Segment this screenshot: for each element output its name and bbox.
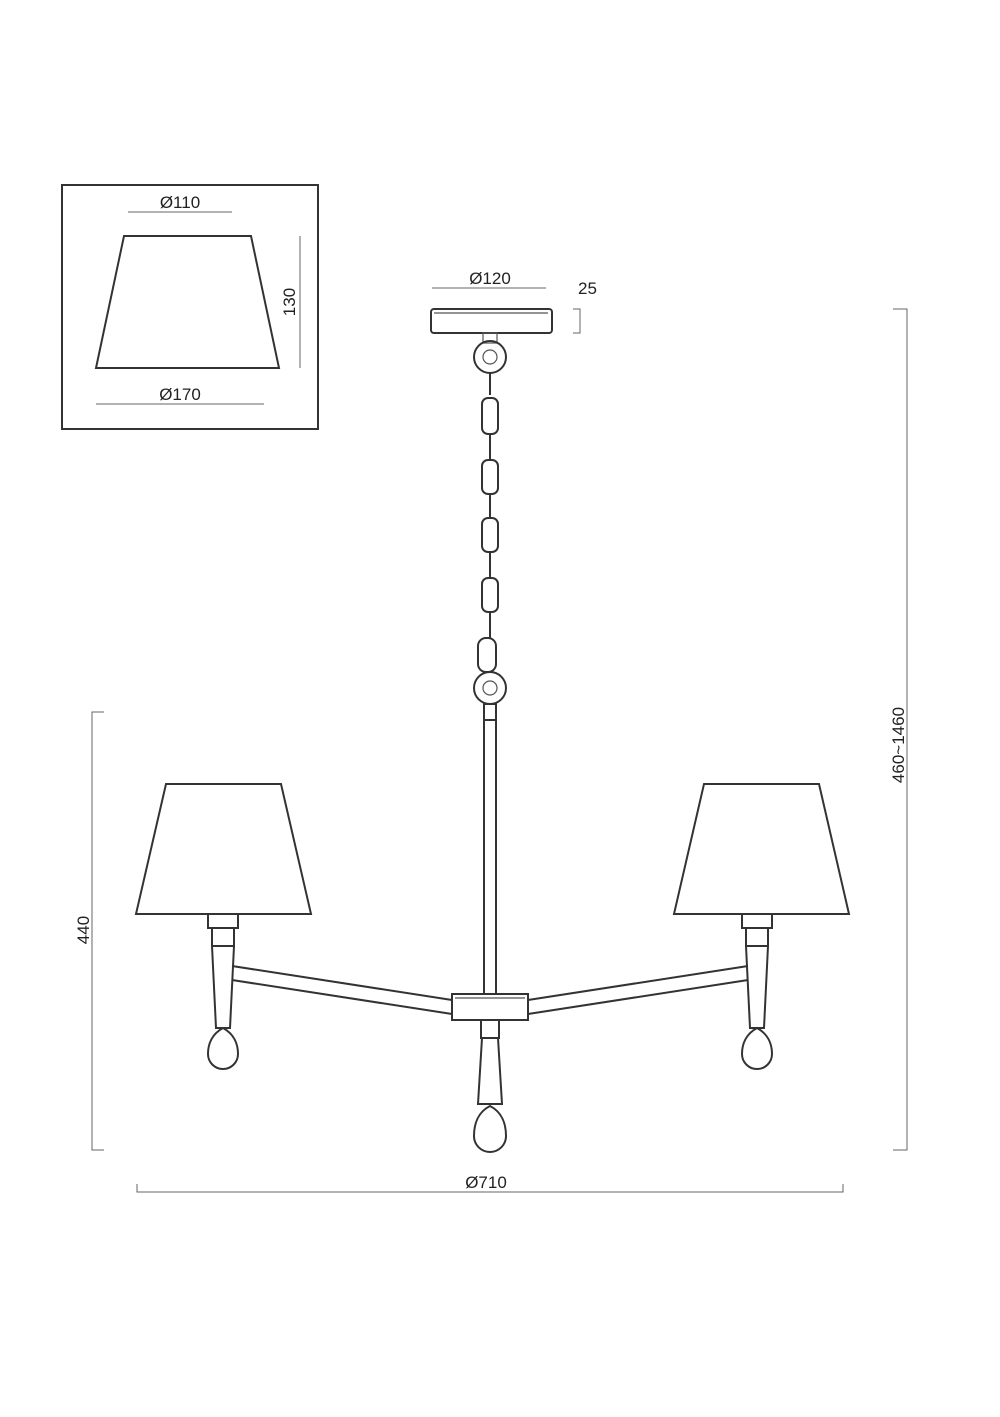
top-ring xyxy=(473,340,507,374)
central-baluster xyxy=(476,1037,504,1105)
shade-bottom-diameter-label: Ø170 xyxy=(159,385,201,404)
total-height-dimension: 460~1460 xyxy=(889,308,908,1151)
central-rod xyxy=(483,703,497,995)
inset-frame xyxy=(61,184,319,430)
ceiling-canopy: Ø120 25 xyxy=(430,269,597,334)
chain-link xyxy=(481,517,499,553)
right-arm-upper xyxy=(527,965,749,1001)
total-height-label: 460~1460 xyxy=(889,707,908,783)
canopy-diameter-label: Ø120 xyxy=(469,269,511,288)
shade-top-diameter-label: Ø110 xyxy=(160,193,200,212)
shade-detail-shape xyxy=(94,235,281,369)
chain-link xyxy=(481,577,499,613)
shade-height-label: 130 xyxy=(280,288,299,316)
arm-height-label: 440 xyxy=(74,916,93,944)
left-baluster xyxy=(210,945,236,1029)
canopy-height-label: 25 xyxy=(578,279,597,298)
left-socket-cup xyxy=(207,913,239,929)
central-drop xyxy=(472,1019,508,1153)
left-lamp xyxy=(134,783,313,1070)
bottom-ring xyxy=(473,671,507,705)
arms xyxy=(231,965,749,1021)
right-finial-ball xyxy=(740,1026,774,1070)
suspension-chain xyxy=(473,332,507,705)
right-socket-cup xyxy=(741,913,773,929)
carabiner-link xyxy=(477,637,497,673)
left-arm-lower xyxy=(231,979,453,1015)
canopy-height-dimension-line xyxy=(573,308,581,334)
chain-link xyxy=(481,459,499,495)
rod-body xyxy=(483,719,497,995)
right-baluster xyxy=(744,945,770,1029)
total-diameter-dimension: Ø710 xyxy=(136,1173,844,1193)
total-diameter-label: Ø710 xyxy=(465,1173,507,1192)
right-arm-lower xyxy=(527,979,749,1015)
left-arm-upper xyxy=(231,965,453,1001)
chain-link xyxy=(481,397,499,435)
right-lampshade xyxy=(672,783,851,915)
shade-detail-inset: Ø110 130 Ø170 xyxy=(61,184,319,430)
central-finial-ball xyxy=(472,1104,508,1153)
right-lamp xyxy=(672,783,851,1070)
left-lampshade xyxy=(134,783,313,915)
left-finial-ball xyxy=(206,1026,240,1070)
arm-height-dimension: 440 xyxy=(74,711,104,1151)
